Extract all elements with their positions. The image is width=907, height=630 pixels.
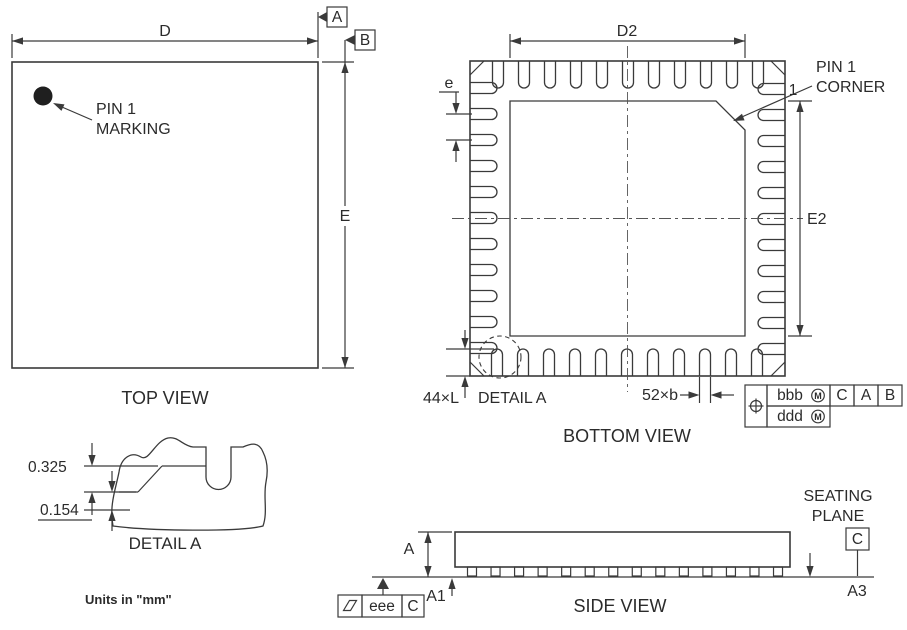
terminal-row-right <box>758 84 785 355</box>
datum-b-box <box>354 29 376 51</box>
pin1-corner-label-line1: PIN 1 <box>816 59 856 76</box>
e-label-background <box>336 206 354 226</box>
corner-chamfer-top-left <box>469 60 485 76</box>
top-view: PIN 1 MARKING D E A B TOP VIEW <box>11 6 376 408</box>
terminal-row-left <box>470 83 497 354</box>
datum-c-label: C <box>852 531 863 548</box>
fcf-datum2: A <box>861 387 872 404</box>
position-feature-control-frame: bbb M C A B ddd M <box>744 384 903 428</box>
dim-a-label: A <box>404 541 415 558</box>
dim-e-label: E <box>340 208 351 225</box>
package-body-outline <box>11 61 319 369</box>
mmc-modifier-icon <box>811 409 825 424</box>
corner-chamfer-bottom-right <box>770 361 786 377</box>
detail-dim-lower: 0.154 <box>40 502 79 519</box>
dim-e-pitch-label: e <box>445 75 454 92</box>
flatness-symbol-icon <box>342 599 358 612</box>
mmc-modifier-letter: M <box>814 391 822 401</box>
datum-b-label: B <box>360 32 370 49</box>
detail-a-view: 0.325 0.154 DETAIL A <box>28 437 268 553</box>
bottom-view: D2 E2 e PIN 1 CORNER 1 44×L 52×b DETAIL … <box>423 23 903 446</box>
seating-plane-label-line1: SEATING <box>803 488 872 505</box>
datum-a-box <box>326 6 348 28</box>
mmc-modifier-icon <box>811 388 825 403</box>
pin1-number: 1 <box>789 82 798 99</box>
mmc-modifier-letter: M <box>814 412 822 422</box>
fcf-datum3-cell <box>877 384 903 407</box>
package-side-outline <box>454 531 791 568</box>
detail-a-indicator-circle <box>478 335 522 379</box>
fcf-tolerance-cell-row2 <box>766 405 831 428</box>
fcf-datum-cell <box>401 594 425 618</box>
bottom-view-title: BOTTOM VIEW <box>563 426 691 446</box>
lead-width-label: 52×b <box>642 387 678 404</box>
pin1-marking-label-line1: PIN 1 <box>96 101 136 118</box>
lead-length-label: 44×L <box>423 390 459 407</box>
datum-a-label: A <box>332 9 343 26</box>
units-note: Units in "mm" <box>85 592 172 607</box>
fcf-datum3: B <box>885 387 895 404</box>
detail-a-callout: DETAIL A <box>478 390 547 407</box>
fcf-datum: C <box>407 598 418 615</box>
pin1-marking-dot <box>33 86 53 106</box>
side-view-title: SIDE VIEW <box>573 596 666 616</box>
pin1-corner-label-line2: CORNER <box>816 79 885 96</box>
fcf-tolerance-row1: bbb <box>777 387 803 404</box>
dim-a1-label: A1 <box>426 588 446 605</box>
fcf-symbol-cell <box>337 594 363 618</box>
pin1-corner-leader <box>734 85 813 121</box>
top-view-title: TOP VIEW <box>121 388 208 408</box>
corner-chamfer-bottom-left <box>469 361 485 377</box>
dim-a3-label: A3 <box>847 583 867 600</box>
detail-a-title: DETAIL A <box>129 534 202 553</box>
side-view-terminals <box>466 566 784 577</box>
seating-plane-label-line2: PLANE <box>812 508 864 525</box>
fcf-datum1: C <box>836 387 847 404</box>
exposed-pad-outline <box>509 100 746 337</box>
dimension-arrowheads <box>12 37 814 589</box>
dim-e2-label: E2 <box>807 211 827 228</box>
datum-b-triangle-icon <box>345 35 355 45</box>
fcf-tolerance: eee <box>369 598 395 615</box>
terminal-row-bottom <box>492 349 763 376</box>
side-view: A A1 A3 C SEATING PLANE eee C SIDE VIEW <box>337 488 874 618</box>
pin1-marking-label-line2: MARKING <box>96 121 171 138</box>
datum-a-triangle-icon <box>318 12 327 22</box>
dim-d2-label: D2 <box>617 23 638 40</box>
dim-d-label: D <box>159 23 171 40</box>
datum-target-triangle-icon <box>377 578 389 589</box>
terminal-row-top <box>491 60 765 89</box>
corner-chamfer-top-right <box>770 60 786 76</box>
detail-dim-upper: 0.325 <box>28 459 67 476</box>
flatness-feature-control-frame: eee C <box>337 578 425 618</box>
fcf-tolerance-row2: ddd <box>777 408 803 425</box>
chamfer-diagonal-edge <box>137 465 163 493</box>
detail-break-outline <box>111 437 268 531</box>
